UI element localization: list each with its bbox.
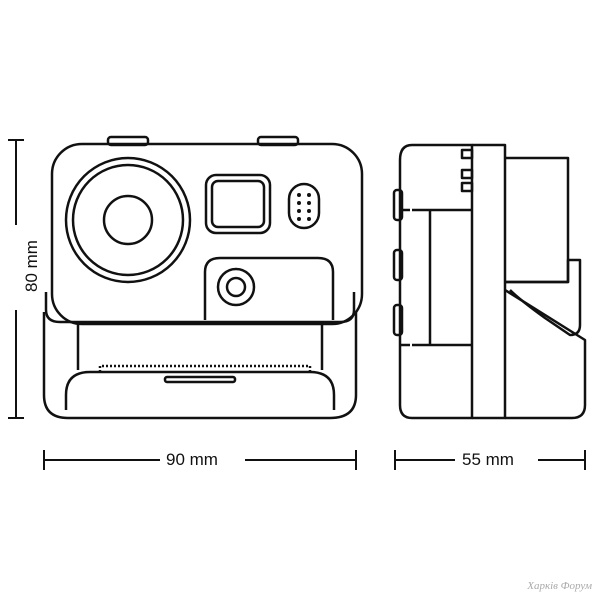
- height-label: 80 mm: [22, 226, 42, 306]
- depth-label: 55 mm: [462, 450, 514, 470]
- lens-ring: [64, 156, 192, 284]
- width-label: 90 mm: [166, 450, 218, 470]
- front-view: [42, 135, 364, 420]
- lens: [102, 194, 154, 246]
- speaker-grille: [287, 182, 321, 230]
- side-view: [392, 143, 587, 420]
- watermark: Харків Форум: [527, 580, 592, 592]
- shutter-button: [216, 267, 256, 307]
- dimension-lines: [8, 139, 586, 470]
- viewfinder: [204, 173, 272, 235]
- printer-panel: [203, 256, 335, 320]
